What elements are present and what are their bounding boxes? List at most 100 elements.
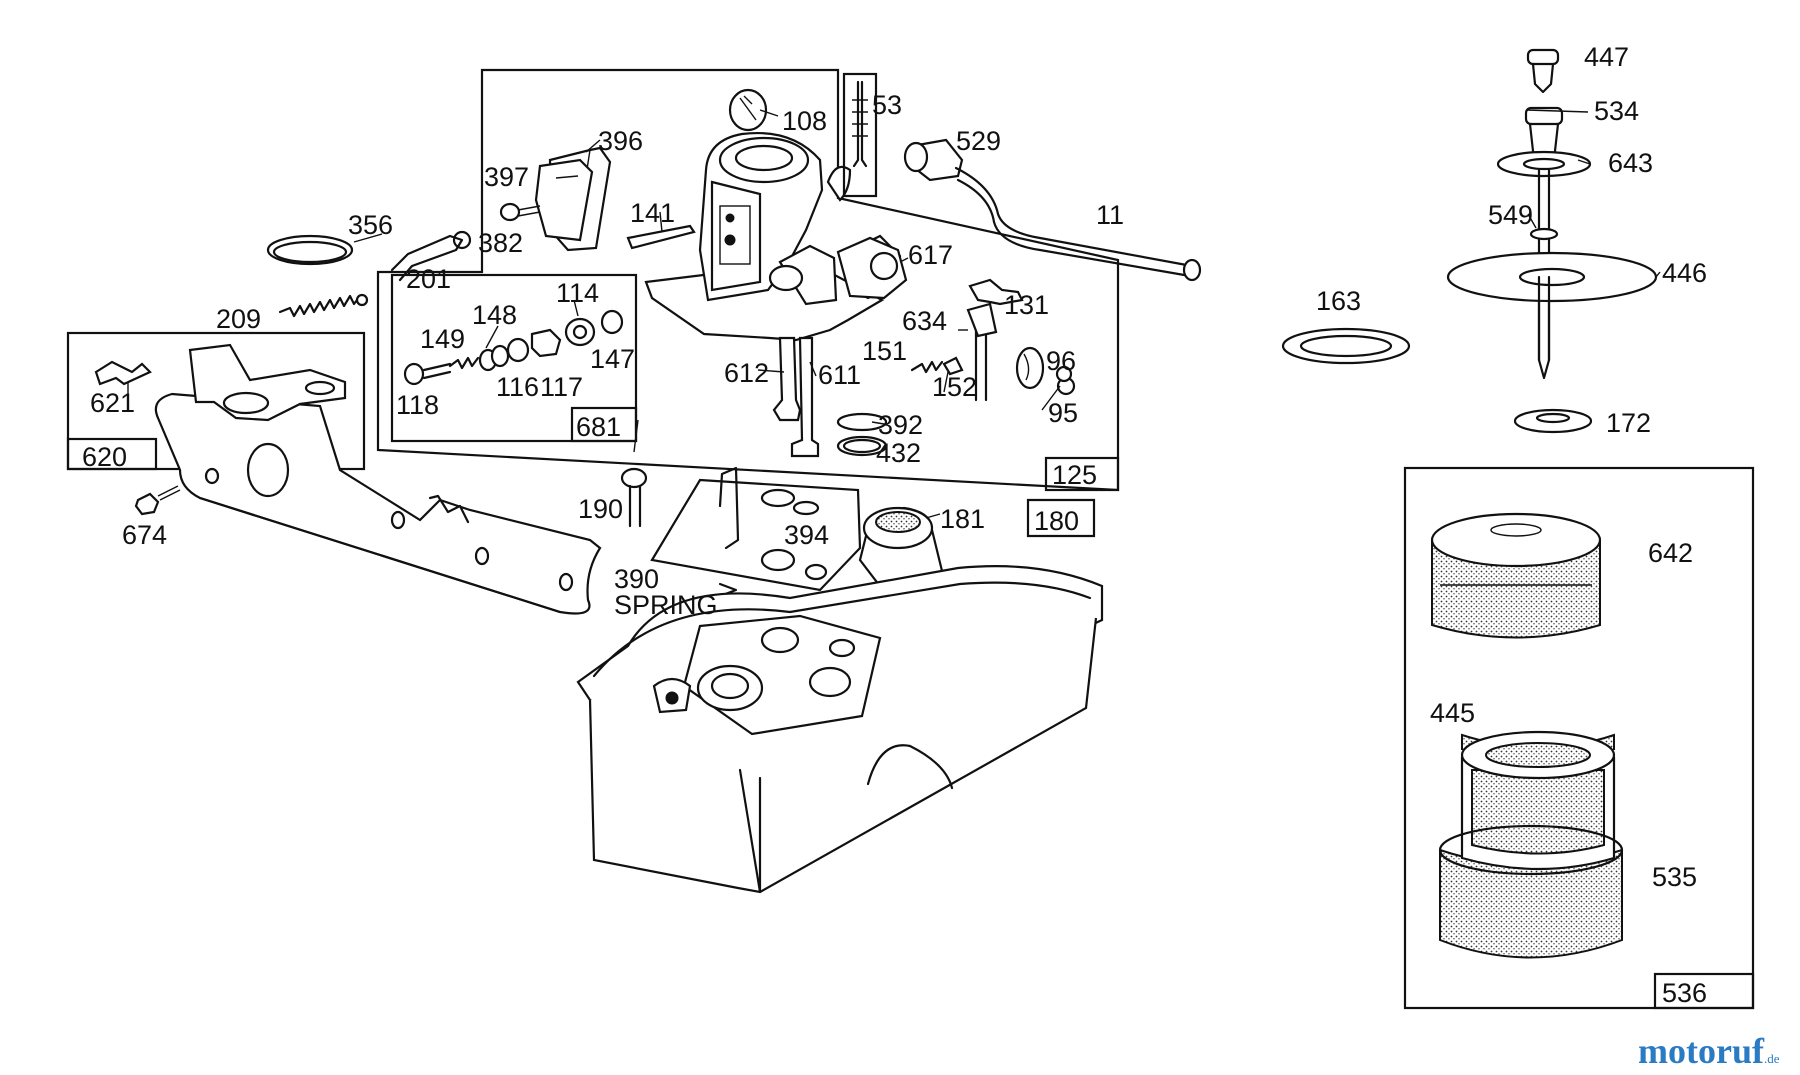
- label-125: 125: [1052, 460, 1097, 490]
- label-180: 180: [1034, 506, 1079, 536]
- throttle-634: [968, 278, 1024, 402]
- label-151: 151: [862, 336, 907, 366]
- label-149: 149: [420, 324, 465, 354]
- ring-356: [266, 234, 354, 266]
- label-201: 201: [406, 264, 451, 294]
- cartridge-445: [1438, 730, 1624, 959]
- label-spring: SPRING: [614, 590, 718, 620]
- label-148: 148: [472, 300, 517, 330]
- leader-lines: [127, 109, 1661, 519]
- label-535: 535: [1652, 862, 1697, 892]
- block-397: [534, 158, 594, 242]
- label-446: 446: [1662, 258, 1707, 288]
- label-445: 445: [1430, 698, 1475, 728]
- screw-674: [134, 485, 181, 516]
- label-611: 611: [818, 360, 861, 390]
- carburetor-body: [644, 132, 903, 342]
- spring-209: [278, 293, 369, 318]
- plate-446: [1446, 251, 1658, 362]
- label-534: 534: [1594, 96, 1639, 126]
- frame-180: [1026, 498, 1096, 538]
- label-96: 96: [1046, 346, 1076, 376]
- label-612: 612: [724, 358, 769, 388]
- label-642: 642: [1648, 538, 1693, 568]
- watermark-logo[interactable]: motoruf.de: [1638, 1030, 1780, 1072]
- needle-152: [942, 356, 964, 376]
- label-147: 147: [590, 344, 635, 374]
- label-172: 172: [1606, 408, 1651, 438]
- screw-147: [600, 309, 624, 335]
- label-190: 190: [578, 494, 623, 524]
- label-390: 390: [614, 564, 659, 594]
- label-114: 114: [556, 278, 599, 308]
- label-536: 536: [1662, 978, 1707, 1008]
- washer-148: [478, 344, 510, 372]
- label-163: 163: [1316, 286, 1361, 316]
- label-209: 209: [216, 304, 261, 334]
- label-117: 117: [540, 372, 583, 402]
- label-681: 681: [576, 412, 621, 442]
- label-432: 432: [876, 438, 921, 468]
- label-382: 382: [478, 228, 523, 258]
- valve-53: [842, 72, 878, 198]
- screw-118: [403, 362, 452, 386]
- link-201: [390, 230, 472, 282]
- label-95: 95: [1048, 398, 1078, 428]
- label-397: 397: [484, 162, 529, 192]
- label-131: 131: [1004, 290, 1049, 320]
- knob-447: [1526, 48, 1560, 94]
- label-108: 108: [782, 106, 827, 136]
- shaft-141: [626, 224, 696, 250]
- label-674: 674: [122, 520, 167, 550]
- frame-125-tag: [1044, 456, 1120, 492]
- label-549: 549: [1488, 200, 1533, 230]
- label-394: 394: [784, 520, 829, 550]
- label-634: 634: [902, 306, 947, 336]
- label-620: 620: [82, 442, 127, 472]
- ring-392: [836, 412, 888, 432]
- seal-643: [1496, 150, 1592, 178]
- nut-117: [530, 328, 562, 358]
- clip-621: [94, 360, 152, 386]
- frame-536: [1403, 466, 1755, 1010]
- choke-plate-108: [728, 88, 768, 132]
- bolt-612: [772, 336, 802, 422]
- label-617: 617: [908, 240, 953, 270]
- screw-95: [1055, 365, 1076, 396]
- bolt-611: [790, 336, 820, 458]
- spring-151: [910, 360, 944, 374]
- fuel-tank-180: [576, 565, 1104, 894]
- watermark-name: motoruf: [1638, 1031, 1764, 1071]
- label-118: 118: [396, 390, 439, 420]
- label-141: 141: [630, 198, 675, 228]
- watermark-suffix: .de: [1763, 1051, 1780, 1066]
- frame-681: [390, 273, 638, 443]
- label-447: 447: [1584, 42, 1629, 72]
- label-392: 392: [878, 410, 923, 440]
- label-643: 643: [1608, 148, 1653, 178]
- label-11: 11: [1096, 200, 1124, 230]
- washer-172: [1513, 408, 1593, 434]
- nut-534: [1524, 106, 1564, 162]
- valve-131: [966, 302, 998, 338]
- washer-116: [506, 337, 530, 363]
- frame-620-tag: [66, 437, 158, 471]
- elbow-529: [903, 138, 964, 182]
- gasket-394: [650, 466, 862, 592]
- label-53: 53: [872, 90, 902, 120]
- label-152: 152: [932, 372, 977, 402]
- frame-681-tag: [570, 406, 638, 443]
- label-116: 116: [496, 372, 539, 402]
- cover-642: [1430, 512, 1602, 639]
- spring-149: [448, 356, 480, 370]
- screw-382: [499, 202, 541, 222]
- label-396: 396: [598, 126, 643, 156]
- label-529: 529: [956, 126, 1001, 156]
- frame-536-tag: [1653, 972, 1755, 1010]
- disc-96: [1015, 346, 1045, 390]
- needle-valve-617: [836, 236, 908, 300]
- tube-11: [954, 166, 1202, 282]
- ring-432: [836, 435, 888, 457]
- label-356: 356: [348, 210, 393, 240]
